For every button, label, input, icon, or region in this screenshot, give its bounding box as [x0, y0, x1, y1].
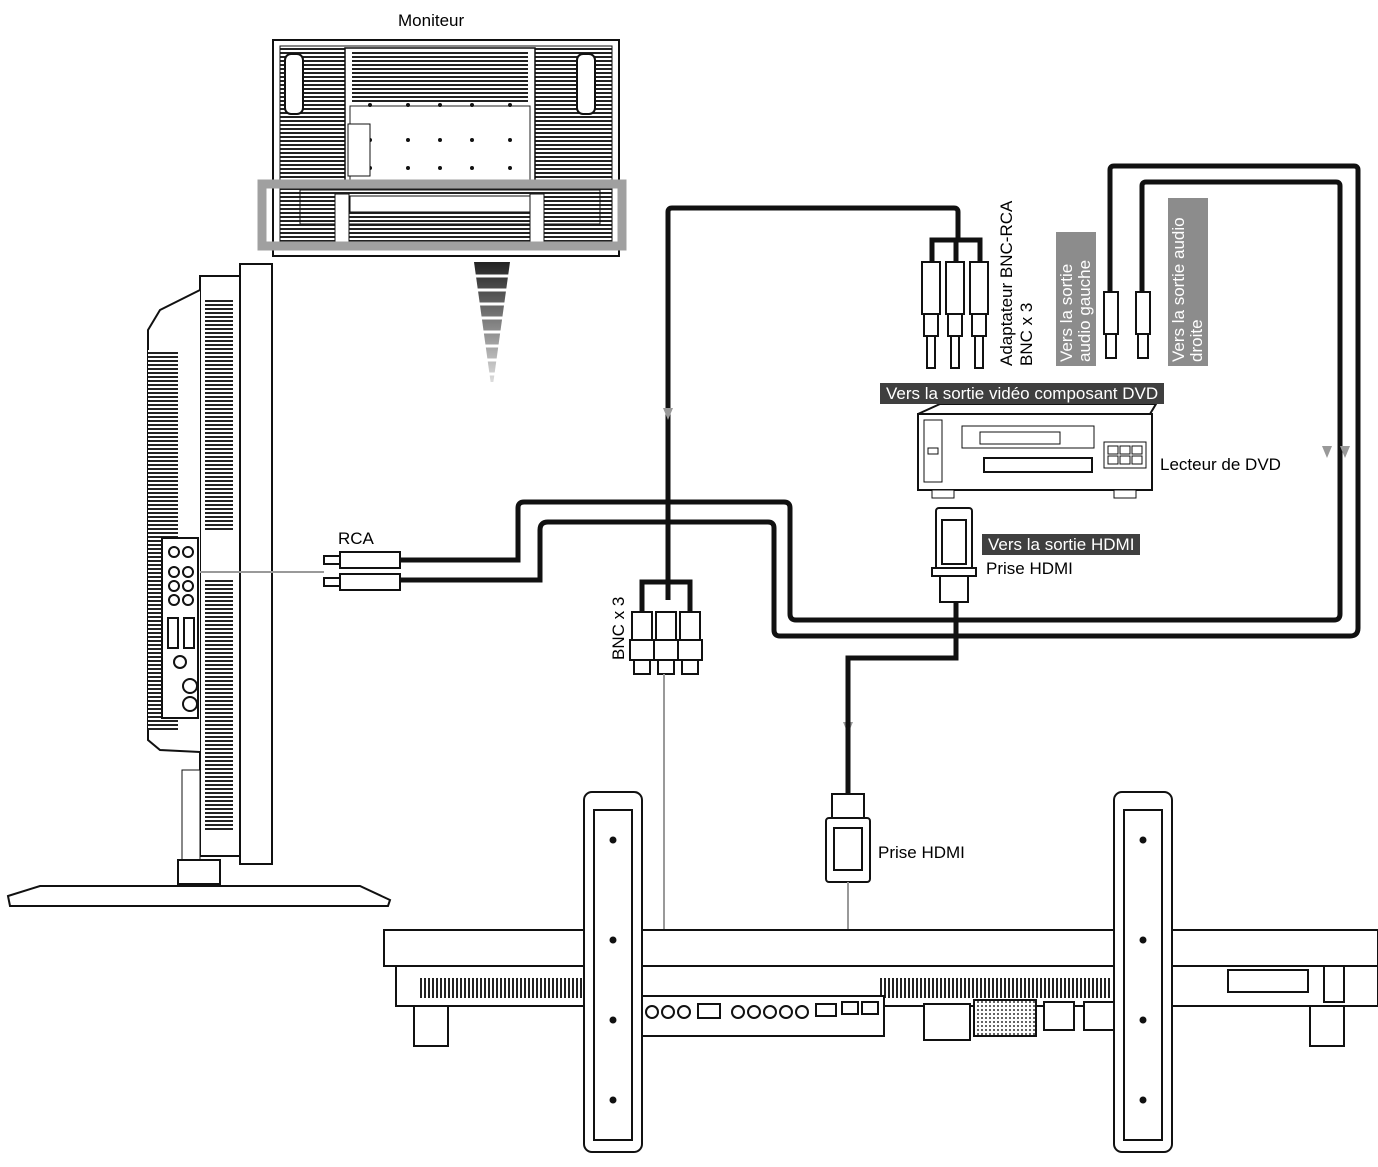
audio-left-label: Vers la sortie audio gauche	[1056, 232, 1096, 366]
rca-plug	[200, 551, 401, 591]
monitor-side-view	[6, 263, 392, 907]
component-out-label: Vers la sortie vidéo composant DVD	[880, 383, 1165, 404]
monitor-rear-view	[272, 39, 620, 257]
rca-label: RCA	[338, 529, 374, 548]
stand-left	[583, 791, 643, 1153]
monitor-label: Moniteur	[398, 11, 465, 30]
audio-right-label: Vers la sortie audio droite	[1168, 198, 1208, 366]
highlight-frame	[257, 179, 627, 251]
audio-right-line1: Vers la sortie audio	[1169, 217, 1188, 362]
audio-left-line1: Vers la sortie	[1057, 263, 1076, 362]
stand-right	[1113, 791, 1173, 1153]
audio-left-line2: audio gauche	[1074, 259, 1094, 362]
monitor-bottom-view	[383, 791, 1378, 1153]
hdmi-cable	[825, 507, 977, 990]
bnc-rca-adapters	[665, 205, 989, 420]
hdmi-plug-top-label: Prise HDMI	[986, 559, 1073, 578]
hdmi-out-label: Vers la sortie HDMI	[982, 534, 1141, 555]
dvd-player-label: Lecteur de DVD	[1160, 455, 1281, 474]
dvd-player	[917, 403, 1158, 499]
audio-right-line2: droite	[1186, 319, 1206, 362]
bnc-cable	[629, 420, 703, 986]
adapter-label-line1: Adaptateur BNC-RCA	[997, 200, 1016, 366]
adapter-label-line2: BNC x 3	[1017, 302, 1036, 366]
bnc-x3-label: BNC x 3	[609, 596, 628, 660]
hdmi-plug-bottom-label: Prise HDMI	[878, 843, 965, 862]
